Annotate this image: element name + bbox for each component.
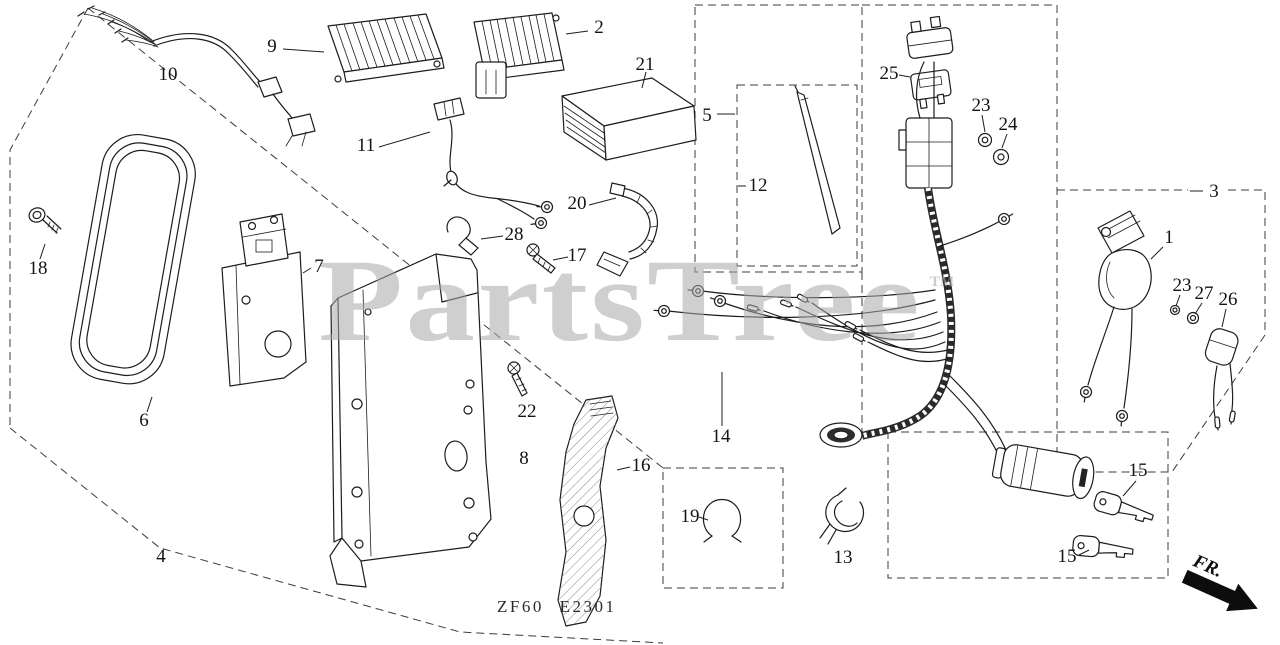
part-label-6: 6 — [139, 410, 149, 431]
part-1-coil-drawing — [1078, 210, 1152, 428]
part-12-rod-drawing — [794, 85, 841, 235]
part-9-regulator-drawing — [327, 13, 445, 83]
part-label-26: 26 — [1219, 289, 1238, 310]
part-28-clamp-drawing — [446, 216, 479, 256]
part-19-clip-drawing — [702, 498, 742, 543]
part-label-3: 3 — [1209, 181, 1219, 202]
part-17-screw-drawing — [526, 243, 556, 274]
part-label-23a: 23 — [972, 95, 991, 116]
fr-direction-indicator: FR. — [1181, 550, 1258, 612]
part-label-21: 21 — [636, 54, 655, 75]
part-10-wire-leads-drawing — [77, 5, 316, 147]
part-number-labels: 10 9 2 21 11 5 12 25 23 24 3 1 18 7 28 1… — [29, 17, 1238, 568]
watermark-tm: TM — [930, 274, 954, 290]
part-23-washer-drawing — [977, 132, 993, 148]
part-label-1: 1 — [1164, 227, 1174, 248]
diagram-code: ZF60 E2301 — [497, 597, 616, 616]
part-label-17: 17 — [568, 245, 587, 266]
part-label-9: 9 — [267, 36, 277, 57]
part-23b-washer-drawing — [1169, 304, 1181, 316]
part-27-washer-drawing — [1186, 311, 1200, 325]
part-label-20: 20 — [568, 193, 587, 214]
part-18-bolt-drawing — [28, 207, 62, 234]
part-label-19: 19 — [681, 506, 700, 527]
part-label-28: 28 — [505, 224, 524, 245]
part-24-washer-drawing — [992, 148, 1010, 166]
part-label-10: 10 — [159, 64, 178, 85]
part-label-7: 7 — [314, 256, 324, 277]
part-label-14: 14 — [712, 426, 732, 447]
part-label-11: 11 — [357, 135, 375, 156]
watermark-text: PartsTree — [318, 235, 922, 366]
part-label-8: 8 — [519, 448, 529, 469]
part-label-18: 18 — [29, 258, 48, 279]
part-label-24: 24 — [999, 114, 1019, 135]
part-label-25: 25 — [880, 63, 899, 84]
label-leader-lines — [39, 30, 1227, 556]
part-label-2: 2 — [594, 17, 604, 38]
part-label-5: 5 — [702, 105, 712, 126]
part-2-rectifier-drawing — [473, 12, 565, 99]
part-22-screw-drawing — [507, 361, 528, 397]
part-label-22: 22 — [518, 401, 537, 422]
part-21-cover-drawing — [561, 77, 697, 161]
part-20-band-drawing — [596, 182, 658, 277]
part-7-bracket-drawing — [221, 213, 307, 387]
part-15-key-bottom-drawing — [1072, 534, 1134, 559]
part-label-4: 4 — [156, 546, 166, 567]
part-11-subharness-drawing — [433, 97, 554, 231]
part-26-boot-drawing — [1204, 328, 1239, 431]
part-16-sheet-drawing — [557, 395, 619, 627]
part-label-15a: 15 — [1129, 460, 1148, 481]
part-label-23b: 23 — [1173, 275, 1192, 296]
part-label-15b: 15 — [1058, 546, 1077, 567]
part-14-harness-drawing — [653, 61, 1095, 500]
part-label-12: 12 — [749, 175, 768, 196]
fr-arrow-icon — [1181, 569, 1258, 612]
part-label-16: 16 — [632, 455, 651, 476]
part-13-clamp-drawing — [819, 487, 865, 545]
ignition-switch-drawing — [991, 444, 1095, 500]
part-25-fuse-drawing — [906, 15, 954, 110]
construction-dashed-lines — [9, 4, 1266, 644]
part-6-cover-drawing — [70, 134, 196, 385]
part-8-control-box-drawing — [329, 253, 492, 588]
part-15-key-top-drawing — [1093, 491, 1154, 523]
part-label-27: 27 — [1195, 283, 1214, 304]
part-label-13: 13 — [834, 547, 853, 568]
